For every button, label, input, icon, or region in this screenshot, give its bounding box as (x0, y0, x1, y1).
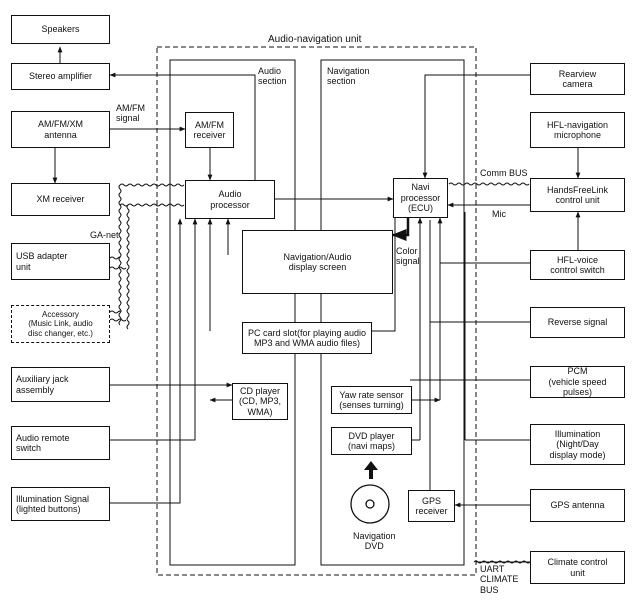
navigation-section-label: Navigation section (327, 66, 370, 87)
accessory-box: Accessory (Music Link, audio disc change… (11, 305, 110, 343)
gps-receiver-box: GPS receiver (408, 490, 455, 522)
xm-receiver-box: XM receiver (11, 183, 110, 216)
gps-antenna-box: GPS antenna (530, 489, 625, 522)
unit-title: Audio-navigation unit (268, 34, 362, 45)
navigation-dvd-label: Navigation DVD (353, 531, 396, 552)
handsfreelink-box: HandsFreeLink control unit (530, 178, 625, 212)
hfl-voice-switch-box: HFL-voice control switch (530, 250, 625, 280)
color-signal-label: Color signal (396, 246, 420, 267)
navigation-section-panel (320, 59, 465, 566)
illumination-signal-box: Illumination Signal (lighted buttons) (11, 487, 110, 521)
amfm-receiver-box: AM/FM receiver (185, 112, 234, 148)
display-screen-box: Navigation/Audio display screen (242, 230, 393, 294)
audio-section-panel (169, 59, 296, 566)
yaw-rate-sensor-box: Yaw rate sensor (senses turning) (331, 386, 412, 414)
pcm-box: PCM (vehicle speed pulses) (530, 366, 625, 398)
comm-bus-label: Comm BUS (480, 168, 528, 178)
ga-net-label: GA-net (90, 230, 119, 240)
cd-player-box: CD player (CD, MP3, WMA) (232, 383, 288, 420)
usb-adapter-box: USB adapter unit (11, 243, 110, 280)
pc-card-slot-box: PC card slot(for playing audio MP3 and W… (242, 322, 372, 354)
navi-processor-box: Navi processor (ECU) (393, 178, 448, 218)
ga-net-bus (109, 182, 531, 564)
aux-jack-box: Auxiliary jack assembly (11, 367, 110, 402)
reverse-signal-box: Reverse signal (530, 307, 625, 338)
rearview-camera-box: Rearview camera (530, 63, 625, 95)
audio-section-label: Audio section (258, 66, 287, 87)
dvd-player-box: DVD player (navi maps) (331, 427, 412, 455)
dvd-up-arrow (364, 461, 378, 479)
amfmxm-antenna-box: AM/FM/XM antenna (11, 111, 110, 148)
speakers-box: Speakers (11, 15, 110, 44)
uart-climate-bus-label: UART CLIMATE BUS (480, 564, 519, 595)
hfl-microphone-box: HFL-navigation microphone (530, 112, 625, 148)
stereo-amplifier-box: Stereo amplifier (11, 63, 110, 90)
audio-remote-box: Audio remote switch (11, 426, 110, 460)
mic-label: Mic (492, 209, 506, 219)
audio-processor-box: Audio processor (185, 180, 275, 219)
illumination-box: Illumination (Night/Day display mode) (530, 424, 625, 465)
amfm-signal-label: AM/FM signal (116, 103, 145, 124)
climate-control-box: Climate control unit (530, 551, 625, 584)
